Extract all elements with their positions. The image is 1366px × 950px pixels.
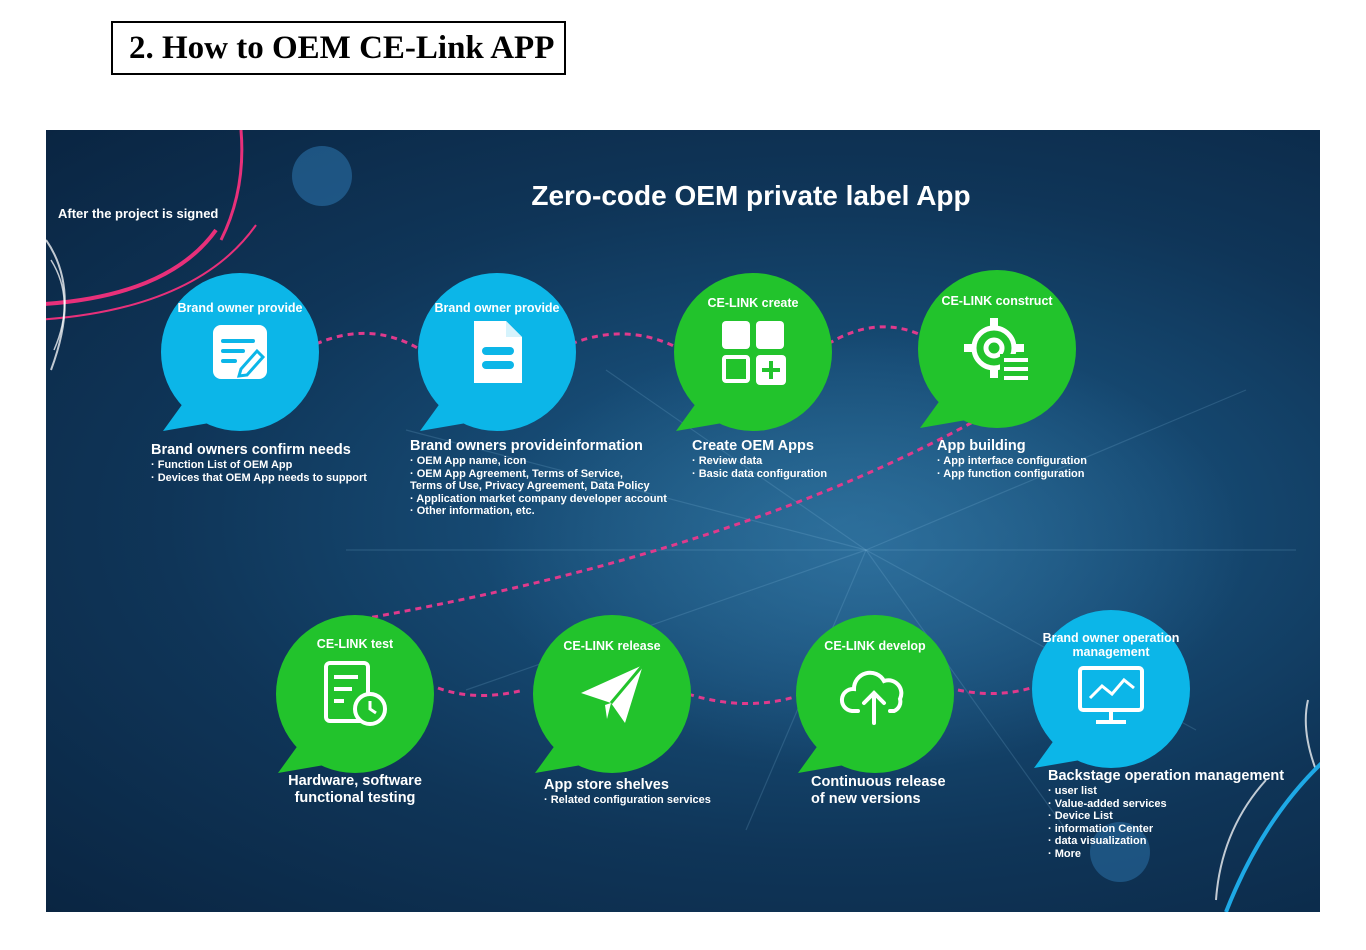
step-bubble-provide-info: Brand owner provide	[418, 273, 576, 431]
step-title: functional testing	[294, 790, 416, 806]
step-line: · Basic data configuration	[692, 467, 828, 480]
bubble-caption: CE-LINK test	[316, 637, 394, 651]
step-line: · information Center	[1048, 822, 1154, 835]
step-title: App store shelves	[544, 777, 669, 793]
checklist-timer-icon	[320, 659, 390, 729]
step-line: Terms of Use, Privacy Agreement, Data Po…	[410, 480, 650, 493]
step-line: · App interface configuration	[937, 455, 1087, 467]
decor-dot	[1090, 822, 1150, 882]
step-title: Create OEM Apps	[692, 438, 814, 454]
bubble-caption: CE-LINK create	[707, 296, 799, 310]
bubble-caption: Brand owner provide	[177, 301, 303, 315]
step-bubble-testing: CE-LINK test	[276, 615, 434, 773]
step-line: · Other information, etc.	[410, 505, 535, 518]
apps-grid-add-icon	[718, 317, 788, 387]
step-desc-develop: Continuous release of new versions	[811, 774, 946, 808]
step-title: Continuous release	[811, 774, 946, 790]
bubble-caption: CE-LINK release	[563, 639, 661, 653]
step-line: · Devices that OEM App needs to support	[151, 471, 367, 484]
bubble-caption: Brand owner provide	[434, 301, 560, 315]
diagram-title: Zero-code OEM private label App	[531, 180, 971, 211]
step-line: · Value-added services	[1048, 797, 1167, 810]
step-line: · More	[1048, 847, 1081, 860]
step-line: · Review data	[692, 455, 763, 467]
step-bubble-confirm-needs: Brand owner provide	[161, 273, 319, 431]
step-line: · Function List of OEM App	[151, 459, 293, 471]
step-title: Brand owners confirm needs	[151, 442, 351, 458]
step-title: Brand owners provideinformation	[410, 438, 643, 454]
decor-dot	[292, 146, 352, 206]
step-bubble-app-building: CE-LINK construct	[918, 270, 1076, 428]
step-desc-testing: Hardware, software functional testing	[255, 773, 455, 807]
step-desc-provide-info: Brand owners provideinformation · OEM Ap…	[410, 438, 667, 518]
signed-note: After the project is signed	[58, 206, 219, 221]
gear-settings-icon	[962, 314, 1032, 384]
paper-plane-icon	[577, 659, 647, 729]
step-line: · Application market company developer a…	[410, 492, 667, 505]
step-line: · Related configuration services	[544, 794, 711, 806]
step-desc-app-building: App building · App interface configurati…	[937, 438, 1087, 480]
monitor-chart-icon	[1076, 662, 1146, 732]
step-desc-release: App store shelves · Related configuratio…	[544, 777, 711, 807]
step-line: · data visualization	[1048, 835, 1147, 848]
bubble-caption: management	[1072, 645, 1150, 659]
step-bubble-operation: Brand owner operation management	[1032, 610, 1190, 768]
step-desc-confirm-needs: Brand owners confirm needs · Function Li…	[151, 442, 367, 484]
infographic-panel: Zero-code OEM private label App After th…	[46, 130, 1320, 912]
file-icon	[462, 317, 532, 387]
step-line: · App function configuration	[937, 467, 1085, 480]
step-bubble-release: CE-LINK release	[533, 615, 691, 773]
step-line: · OEM App Agreement, Terms of Service,	[410, 467, 623, 480]
step-bubble-develop: CE-LINK develop	[796, 615, 954, 773]
step-title: of new versions	[811, 791, 921, 807]
step-title: Backstage operation management	[1048, 768, 1285, 784]
section-heading: 2. How to OEM CE-Link APP	[111, 21, 566, 75]
step-desc-create-apps: Create OEM Apps · Review data · Basic da…	[692, 438, 827, 480]
step-line: · OEM App name, icon	[410, 455, 527, 467]
step-title: App building	[937, 438, 1026, 454]
edit-document-icon	[205, 317, 275, 387]
bubble-caption: CE-LINK develop	[824, 639, 926, 653]
bubble-caption: Brand owner operation	[1042, 631, 1180, 645]
cloud-upload-icon	[839, 659, 910, 729]
step-line: · Device List	[1048, 810, 1113, 823]
bubble-caption: CE-LINK construct	[941, 294, 1053, 308]
flow-path	[315, 325, 1032, 706]
step-desc-operation: Backstage operation management · user li…	[1048, 768, 1284, 861]
step-bubble-create-apps: CE-LINK create	[674, 273, 832, 431]
step-title: Hardware, software	[288, 773, 422, 789]
step-line: · user list	[1048, 785, 1097, 797]
